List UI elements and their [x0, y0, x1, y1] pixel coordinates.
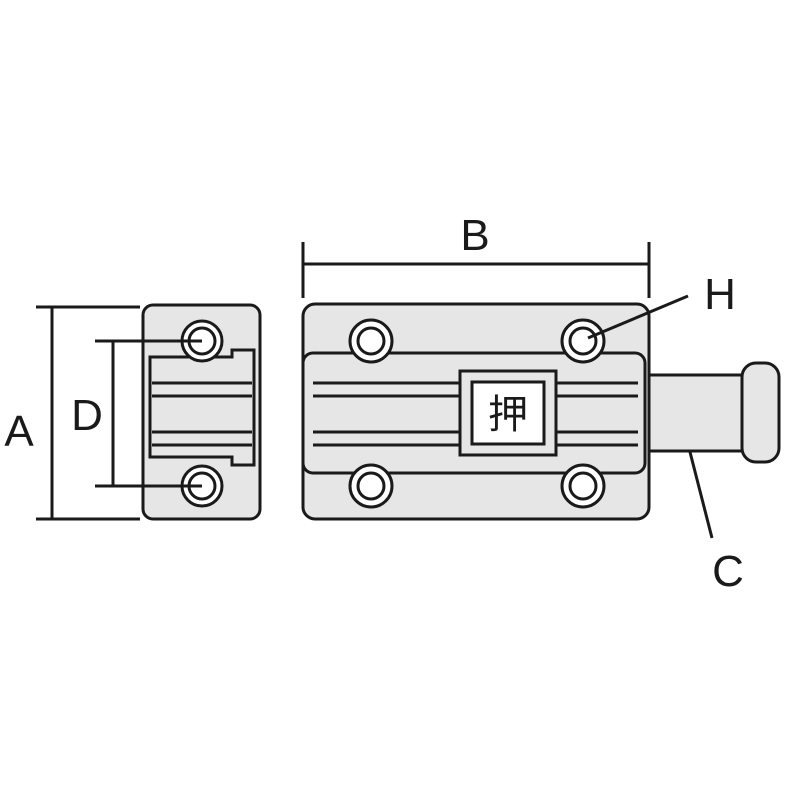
side-view — [141, 303, 262, 521]
front-view-screw-hole-inner — [356, 471, 386, 501]
front-view-screw-hole — [348, 318, 394, 364]
leader-h — [587, 294, 689, 340]
front-view-screw-hole-inner — [356, 326, 386, 356]
leader-c — [688, 451, 714, 539]
dimension-h-label: H — [704, 270, 736, 319]
dimension-c-label: C — [712, 547, 744, 596]
dimension-b — [301, 242, 651, 298]
dimension-b-label: B — [460, 211, 489, 260]
front-view — [301, 302, 781, 521]
dimension-a — [36, 305, 140, 521]
side-view-raised-section — [148, 348, 256, 467]
front-view-screw-hole-inner — [568, 471, 598, 501]
dimension-d — [95, 339, 202, 488]
bolt-shaft — [643, 373, 755, 453]
dimension-d-label: D — [71, 391, 103, 440]
dimension-a-label: A — [4, 407, 34, 456]
push-plate-inner-frame — [470, 380, 546, 446]
front-view-screw-hole — [560, 463, 606, 509]
bolt-knob — [740, 361, 781, 464]
front-view-screw-hole — [348, 463, 394, 509]
front-view-screw-hole-inner — [568, 326, 598, 356]
push-mark-label: 押 — [488, 392, 528, 438]
front-view-screw-hole — [560, 318, 606, 364]
